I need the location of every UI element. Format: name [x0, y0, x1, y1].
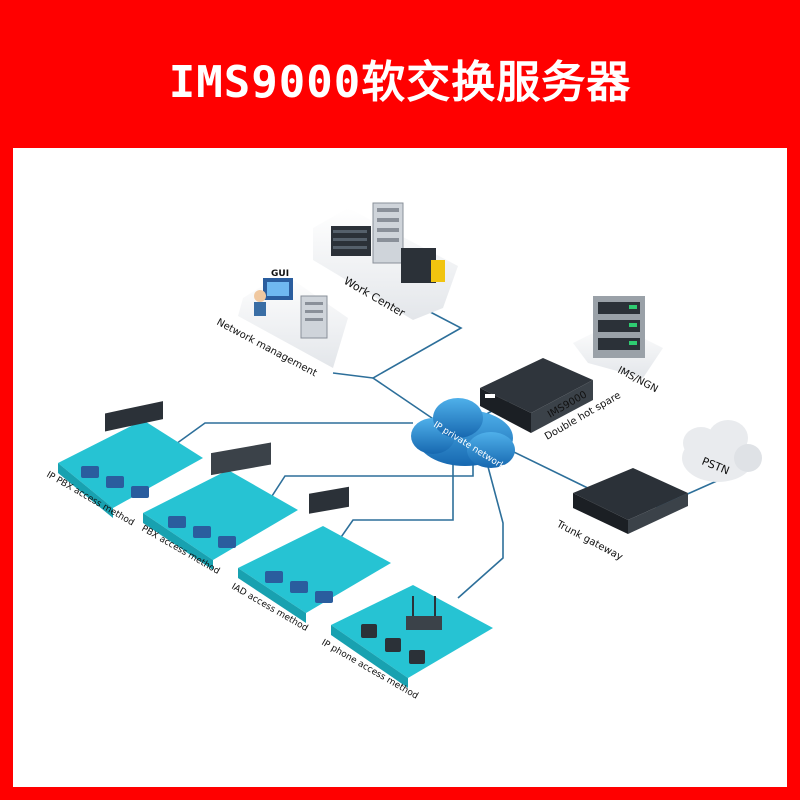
title-banner: IMS9000软交换服务器: [0, 0, 800, 148]
page-title: IMS9000软交换服务器: [168, 57, 632, 108]
pbx-device-icon: [211, 442, 271, 476]
access-platform-ip-phone: IP phone access method: [320, 585, 493, 702]
link-netmgmt-to-ip: [332, 372, 374, 379]
network-management-platform: GUI Network management: [215, 269, 348, 379]
server-tower-icon: [372, 202, 404, 264]
iad-device-icon: [309, 486, 349, 514]
wifi-router-icon: [406, 596, 442, 630]
pstn-cloud: PSTN: [682, 420, 762, 482]
gui-label: GUI: [271, 269, 289, 279]
work-center-platform: Work Center: [313, 202, 458, 320]
ip-phone-icons: [361, 624, 425, 664]
trunk-gateway-device: Trunk gateway: [554, 468, 688, 563]
link-ipphone-to-ip: [457, 447, 504, 599]
ip-pbx-device-icon: [105, 401, 163, 432]
diagram-panel: Work Center GUI Network management IMS/N…: [13, 148, 787, 787]
phone-icons: [81, 466, 149, 498]
ims9000-device: IMS9000 Double hot spare: [480, 358, 623, 443]
network-diagram: Work Center GUI Network management IMS/N…: [45, 202, 762, 702]
ip-private-network-cloud: IP private network: [411, 398, 515, 473]
server-rack-icon: [401, 248, 436, 283]
phone-icons: [168, 516, 236, 548]
phone-icons: [265, 571, 333, 603]
operator-icon: [254, 290, 266, 302]
link-workcenter-to-ip: [371, 302, 463, 432]
